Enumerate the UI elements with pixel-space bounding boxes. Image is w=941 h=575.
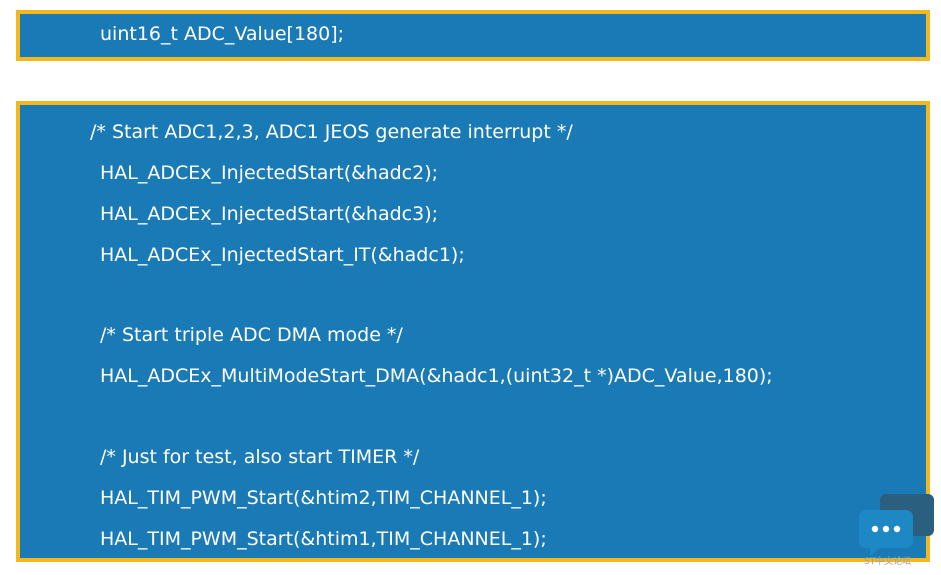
code-line-injected-hadc3: HAL_ADCEx_InjectedStart(&hadc3);: [100, 203, 439, 225]
code-comment-dma-mode: /* Start triple ADC DMA mode */: [100, 324, 403, 346]
declaration-code-box: uint16_t ADC_Value[180];: [16, 10, 930, 61]
init-code-box: /* Start ADC1,2,3, ADC1 JEOS generate in…: [16, 101, 930, 562]
code-line-injected-hadc2: HAL_ADCEx_InjectedStart(&hadc2);: [100, 162, 439, 184]
code-line-multimode-dma: HAL_ADCEx_MultiModeStart_DMA(&hadc1,(uin…: [100, 365, 773, 387]
watermark-text: ST中文论坛: [864, 557, 912, 567]
code-line-pwm-htim2: HAL_TIM_PWM_Start(&htim2,TIM_CHANNEL_1);: [100, 487, 547, 509]
code-line-injected-it-hadc1: HAL_ADCEx_InjectedStart_IT(&hadc1);: [100, 244, 465, 266]
code-comment-start-adc: /* Start ADC1,2,3, ADC1 JEOS generate in…: [90, 121, 573, 143]
code-comment-timer: /* Just for test, also start TIMER */: [100, 446, 420, 468]
code-line-declaration: uint16_t ADC_Value[180];: [100, 23, 345, 45]
chat-bubble-icon: [859, 494, 934, 556]
code-line-pwm-htim1: HAL_TIM_PWM_Start(&htim1,TIM_CHANNEL_1);: [100, 528, 547, 550]
